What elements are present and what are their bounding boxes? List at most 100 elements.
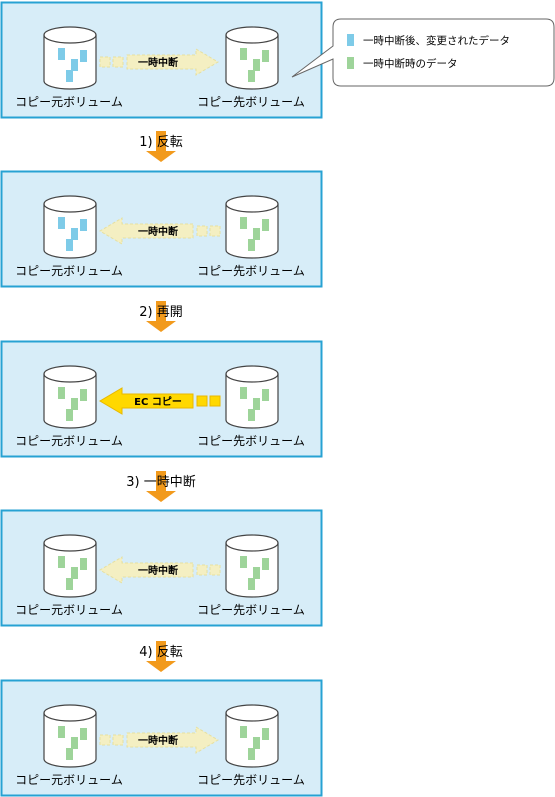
source-volume-label: コピー元ボリューム bbox=[15, 434, 123, 448]
legend-paused-swatch bbox=[347, 57, 354, 69]
data-block bbox=[80, 558, 87, 570]
step-label: 1) 反転 bbox=[139, 135, 182, 150]
target-volume-icon bbox=[225, 195, 279, 259]
target-volume-icon bbox=[225, 534, 279, 598]
source-volume-label: コピー元ボリューム bbox=[15, 603, 123, 617]
data-block bbox=[71, 737, 78, 749]
arrow-body bbox=[126, 726, 219, 754]
copy-arrow: 一時中断 bbox=[99, 48, 219, 76]
target-volume-label: コピー先ボリューム bbox=[197, 264, 305, 278]
step-transition: 1) 反転 bbox=[139, 131, 183, 162]
data-block bbox=[262, 219, 269, 231]
target-data-blocks bbox=[240, 556, 269, 590]
arrow-tail-segment bbox=[99, 56, 111, 68]
data-block bbox=[58, 48, 65, 60]
target-volume-icon bbox=[225, 704, 279, 768]
source-volume-label: コピー元ボリューム bbox=[15, 264, 123, 278]
target-volume-label: コピー先ボリューム bbox=[197, 603, 305, 617]
data-block bbox=[71, 567, 78, 579]
data-block bbox=[66, 578, 73, 590]
data-block bbox=[248, 748, 255, 760]
data-block bbox=[58, 556, 65, 568]
data-block bbox=[240, 387, 247, 399]
arrow-body bbox=[99, 556, 194, 584]
step-label: 2) 再開 bbox=[139, 305, 182, 320]
target-data-blocks bbox=[240, 217, 269, 251]
data-block bbox=[248, 409, 255, 421]
data-block bbox=[71, 59, 78, 71]
data-block bbox=[71, 398, 78, 410]
arrow-label: 一時中断 bbox=[138, 225, 178, 238]
arrow-tail-segment bbox=[112, 56, 124, 68]
arrow-tail-segment bbox=[196, 395, 208, 407]
target-data-blocks bbox=[240, 387, 269, 421]
data-block bbox=[80, 219, 87, 231]
source-volume-icon bbox=[43, 365, 97, 429]
source-data-blocks bbox=[58, 556, 87, 590]
data-block bbox=[253, 567, 260, 579]
data-block bbox=[71, 228, 78, 240]
source-data-blocks bbox=[58, 726, 87, 760]
step-transition: 3) 一時中断 bbox=[126, 471, 196, 502]
steps-layer: 1) 反転 2) 再開 3) 一時中断 4) 反転 bbox=[126, 131, 196, 672]
data-block bbox=[66, 70, 73, 82]
step-arrow bbox=[146, 301, 176, 332]
data-block bbox=[58, 217, 65, 229]
step-arrow bbox=[146, 641, 176, 672]
step-label: 3) 一時中断 bbox=[126, 475, 195, 490]
arrow-tail-segment bbox=[209, 225, 221, 237]
target-volume-label: コピー先ボリューム bbox=[197, 434, 305, 448]
data-block bbox=[240, 217, 247, 229]
arrow-tail-segment bbox=[209, 564, 221, 576]
copy-arrow: 一時中断 bbox=[99, 726, 219, 754]
source-volume-label: コピー元ボリューム bbox=[15, 773, 123, 787]
arrow-label: EC コピー bbox=[134, 396, 182, 408]
arrow-tail-segment bbox=[196, 564, 208, 576]
source-data-blocks bbox=[58, 217, 87, 251]
source-volume-icon bbox=[43, 704, 97, 768]
data-block bbox=[80, 50, 87, 62]
data-block bbox=[240, 726, 247, 738]
legend-bubble bbox=[291, 18, 555, 87]
panels-layer: 一時中断コピー元ボリュームコピー先ボリューム一時中断コピー元ボリュームコピー先ボ… bbox=[0, 1, 323, 797]
arrow-label: 一時中断 bbox=[138, 564, 178, 577]
target-volume-label: コピー先ボリューム bbox=[197, 95, 305, 109]
step-arrow bbox=[146, 471, 176, 502]
arrow-body bbox=[99, 387, 194, 415]
data-block bbox=[262, 558, 269, 570]
step-transition: 4) 反転 bbox=[139, 641, 183, 672]
target-data-blocks bbox=[240, 726, 269, 760]
arrow-tail-segment bbox=[112, 734, 124, 746]
target-data-blocks bbox=[240, 48, 269, 82]
arrow-label: 一時中断 bbox=[138, 56, 178, 69]
arrow-tail-segment bbox=[209, 395, 221, 407]
data-block bbox=[262, 389, 269, 401]
source-volume-icon bbox=[43, 195, 97, 259]
source-volume-label: コピー元ボリューム bbox=[15, 95, 123, 109]
data-block bbox=[80, 728, 87, 740]
copy-arrow: EC コピー bbox=[99, 387, 221, 415]
data-block bbox=[253, 398, 260, 410]
arrow-tail-segment bbox=[99, 734, 111, 746]
legend-changed-swatch bbox=[347, 34, 354, 46]
target-volume-label: コピー先ボリューム bbox=[197, 773, 305, 787]
data-block bbox=[58, 387, 65, 399]
legend-changed-label: 一時中断後、変更されたデータ bbox=[363, 34, 510, 47]
step-arrow bbox=[146, 131, 176, 162]
arrow-tail-segment bbox=[196, 225, 208, 237]
arrow-label: 一時中断 bbox=[138, 734, 178, 747]
source-volume-icon bbox=[43, 534, 97, 598]
data-block bbox=[66, 409, 73, 421]
legend-callout: 一時中断後、変更されたデータ 一時中断時のデータ bbox=[291, 18, 555, 87]
copy-arrow: 一時中断 bbox=[99, 556, 221, 584]
source-data-blocks bbox=[58, 48, 87, 82]
step-transition: 2) 再開 bbox=[139, 301, 183, 332]
data-block bbox=[262, 728, 269, 740]
data-block bbox=[253, 737, 260, 749]
data-block bbox=[66, 239, 73, 251]
